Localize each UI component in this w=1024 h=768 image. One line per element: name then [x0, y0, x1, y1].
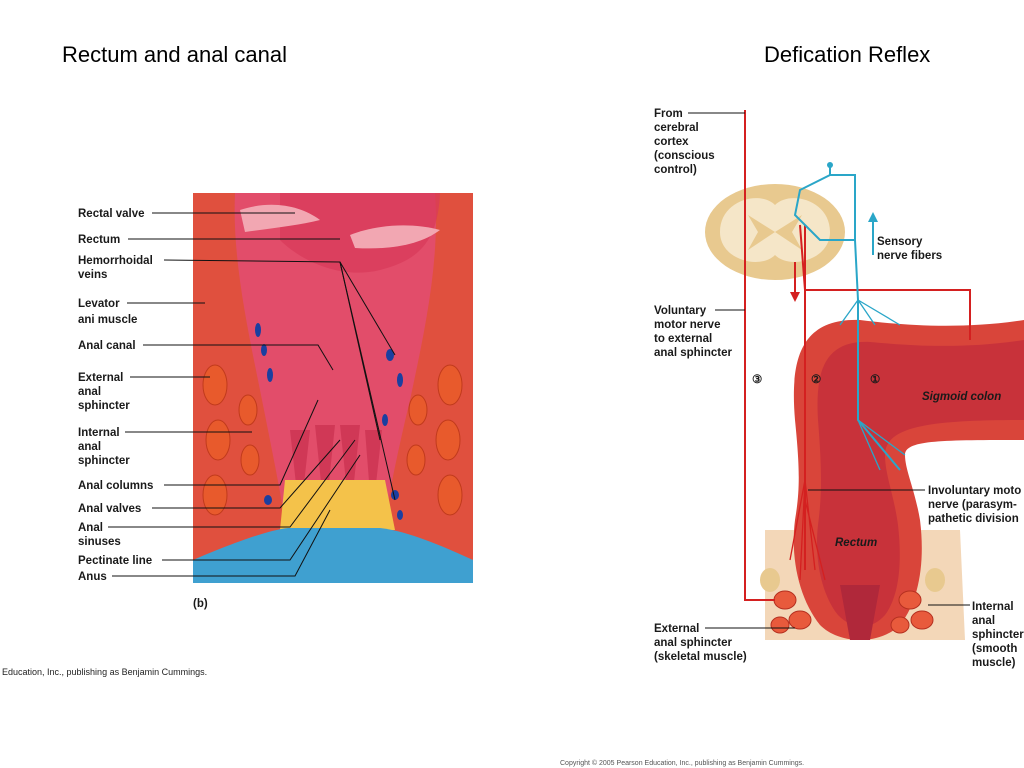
- label-anal-canal: Anal canal: [78, 340, 136, 352]
- right-sphincter-blobs: [770, 590, 934, 634]
- label-voluntary-motor-nerve: Voluntary motor nerve to external anal s…: [654, 305, 732, 359]
- label-anal-sinuses: Anal sinuses: [78, 522, 121, 548]
- involuntary-nerve-upper: [799, 224, 971, 340]
- voluntary-motor-nerve: [744, 110, 775, 601]
- label-pectinate-line: Pectinate line: [78, 555, 152, 567]
- left-illustration: (b): [193, 193, 473, 610]
- label-sigmoid-colon: Sigmoid colon: [922, 391, 1001, 403]
- hemorrhoidal-veins: [255, 323, 403, 520]
- left-leader-lines: [108, 212, 396, 577]
- right-illustration: [705, 184, 1024, 640]
- right-leader-lines: [688, 112, 970, 629]
- spinal-cord-gray-matter: [748, 215, 802, 250]
- colon-lumen: [816, 340, 1024, 627]
- left-wall-muscle: [193, 193, 288, 560]
- step-markers: ③ ② ①: [752, 373, 881, 386]
- label-hemorrhoidal-veins: Hemorrhoidal veins: [78, 255, 156, 281]
- copyright-note: Copyright © 2005 Pearson Education, Inc.…: [560, 760, 805, 767]
- label-rectum-right: Rectum: [835, 537, 877, 549]
- step-1: ①: [870, 373, 881, 386]
- rectal-valve-fold: [240, 204, 320, 232]
- external-sphincter-right: [406, 364, 463, 516]
- left-labels: Rectal valve Rectum Hemorrhoidal veins L…: [78, 208, 156, 583]
- label-rectum: Rectum: [78, 234, 120, 246]
- sensory-arrowhead: [868, 212, 878, 222]
- right-labels: From cerebral cortex (conscious control)…: [654, 108, 1024, 669]
- motor-arrowhead: [790, 292, 800, 302]
- label-external-anal-sphincter: External anal sphincter: [78, 372, 130, 412]
- sensory-ganglion: [827, 162, 833, 168]
- label-internal-anal-sphincter: Internal anal sphincter: [78, 427, 130, 467]
- label-anus: Anus: [78, 571, 107, 583]
- step-2: ②: [811, 373, 822, 386]
- sensory-nerve-main: [854, 239, 901, 471]
- label-anal-columns: Anal columns: [78, 480, 153, 492]
- label-anal-valves: Anal valves: [78, 503, 141, 515]
- sensory-nerve-branches: [839, 299, 906, 471]
- rectal-mucosa: [234, 193, 436, 520]
- label-sensory-nerve-fibers: Sensory nerve fibers: [877, 236, 942, 262]
- rectal-valve-fold-2: [350, 225, 440, 249]
- nerve-pathways: [744, 110, 971, 601]
- anal-canal-shape: [840, 585, 880, 640]
- title-defecation-reflex: Defication Reflex: [764, 42, 931, 67]
- involuntary-nerve-branches: [789, 479, 826, 581]
- publisher-credit: Education, Inc., publishing as Benjamin …: [2, 667, 208, 677]
- panel-label-b: (b): [193, 598, 208, 610]
- title-rectum-anal-canal: Rectum and anal canal: [62, 42, 288, 67]
- pectinate-region: [280, 480, 395, 530]
- external-sphincter-left: [202, 364, 260, 516]
- label-external-anal-sphincter-right: External anal sphincter (skeletal muscle…: [654, 623, 747, 663]
- tissue-right: [925, 568, 945, 592]
- spinal-cord-white-matter: [720, 198, 830, 262]
- label-levator-ani: Levator ani muscle: [78, 298, 137, 326]
- sensory-nerve-loop: [793, 165, 856, 241]
- label-internal-anal-sphincter-right: Internal anal sphincter (smooth muscle): [972, 601, 1024, 669]
- label-involuntary-motor-nerve: Involuntary moto nerve (parasym- patheti…: [928, 485, 1024, 525]
- anus-region: [193, 528, 473, 583]
- label-cerebral-cortex: From cerebral cortex (conscious control): [654, 108, 718, 176]
- right-wall-muscle: [380, 193, 473, 560]
- label-rectal-valve: Rectal valve: [78, 208, 145, 220]
- step-3: ③: [752, 373, 763, 386]
- tissue-left: [760, 568, 780, 592]
